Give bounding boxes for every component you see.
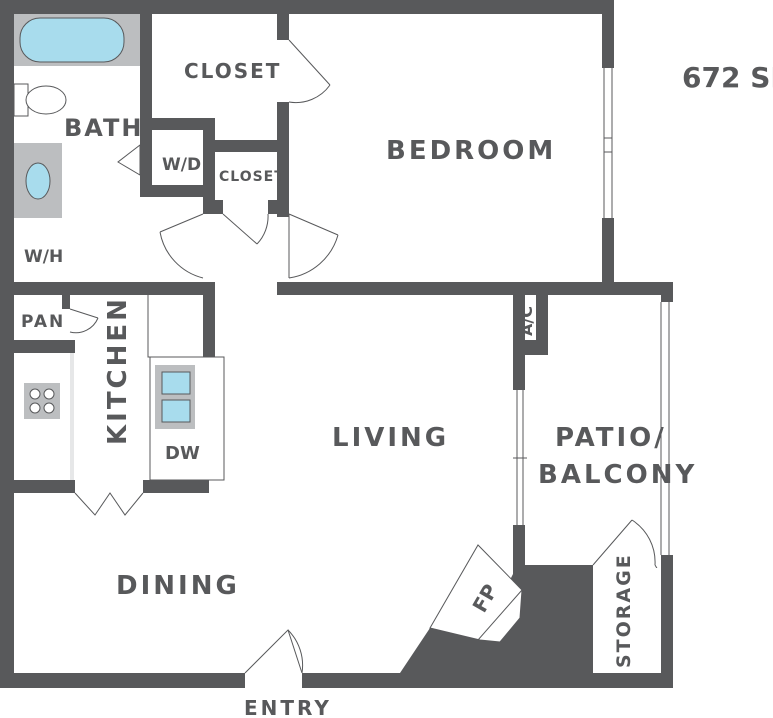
doors — [69, 39, 662, 674]
windows — [513, 68, 670, 555]
dw-label: DW — [165, 443, 200, 464]
wh-label: W/H — [24, 247, 63, 267]
labels: 672 SF CLOSET BEDROOM BATH W/D CLOSET W/… — [21, 59, 773, 718]
dining-label: DINING — [116, 571, 240, 601]
bath-label: BATH — [64, 114, 143, 142]
fireplace-icon — [429, 544, 523, 643]
closet-top-label: CLOSET — [184, 59, 281, 83]
wd-label: W/D — [162, 155, 201, 175]
kitchen-sink-icon — [155, 365, 195, 429]
kitchen-label: KITCHEN — [103, 296, 133, 445]
storage-label: STORAGE — [613, 553, 635, 668]
bedroom-label: BEDROOM — [386, 136, 556, 166]
patio-label-line1: PATIO/ — [555, 423, 667, 453]
living-label: LIVING — [332, 423, 449, 453]
ac-label: A/C — [517, 306, 536, 336]
patio-label-line2: BALCONY — [538, 460, 697, 490]
square-footage-label: 672 SF — [682, 61, 773, 94]
fixtures — [13, 14, 661, 673]
toilet-icon — [13, 83, 67, 117]
pan-label: PAN — [21, 312, 65, 332]
stove-icon — [24, 383, 60, 419]
entry-label: ENTRY — [244, 696, 332, 718]
walls — [0, 0, 673, 688]
closet-small-label: CLOSET — [219, 169, 285, 185]
